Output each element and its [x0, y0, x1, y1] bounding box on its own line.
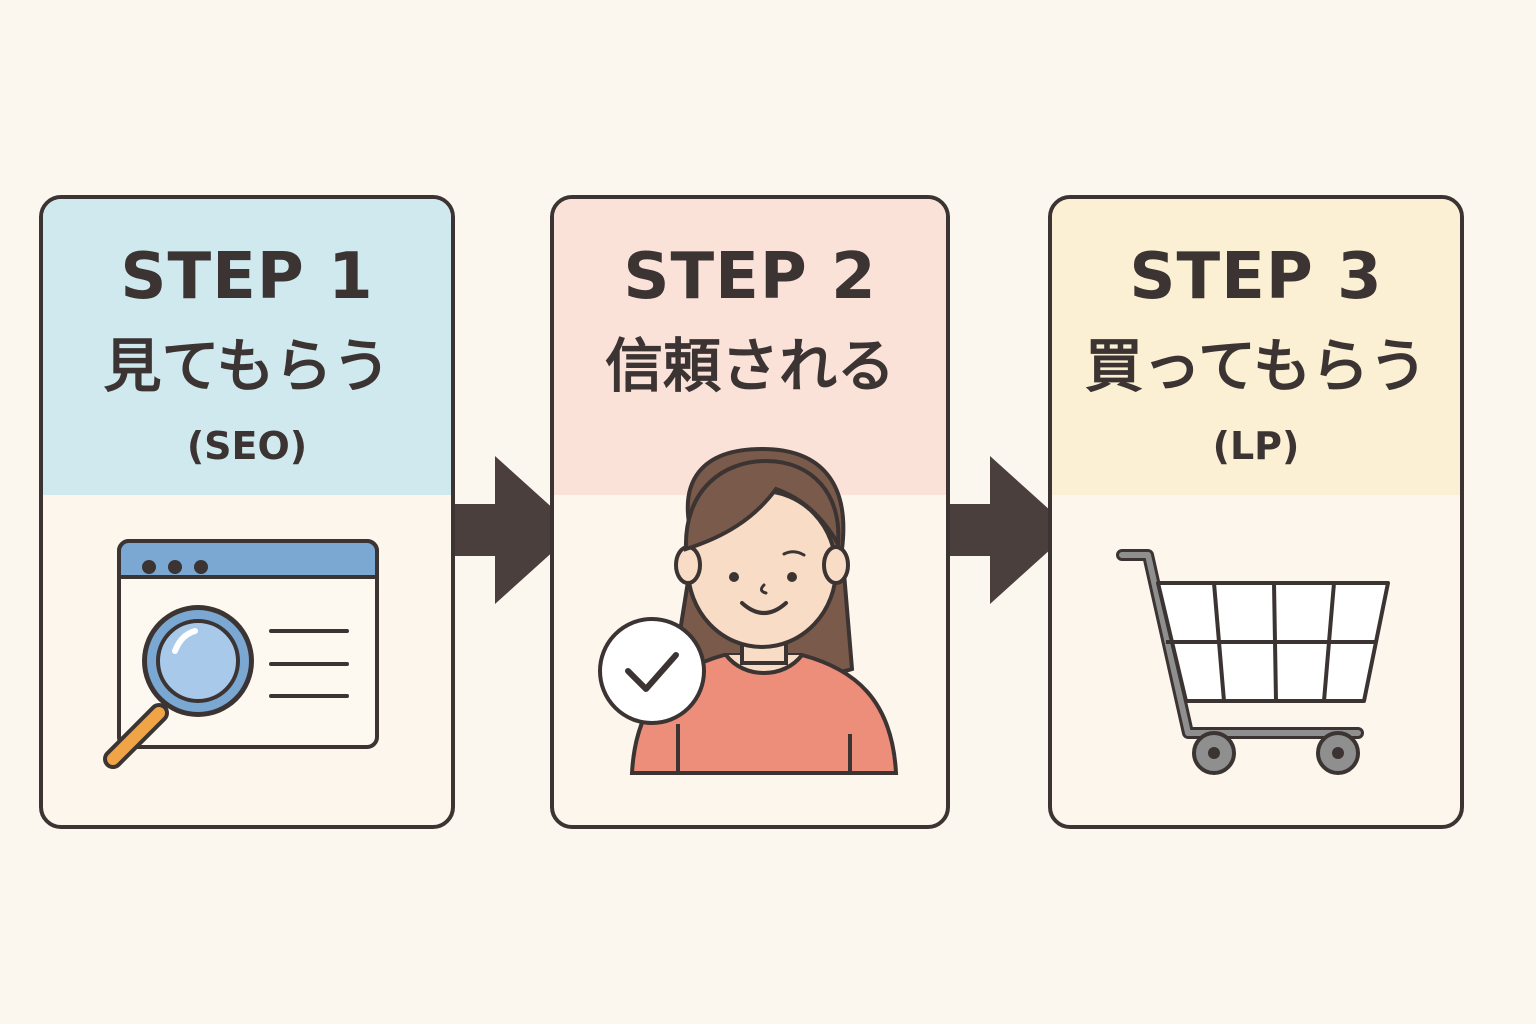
browser-search-icon	[103, 539, 379, 769]
step-1-header	[43, 199, 451, 495]
step-1-title: 見てもらう	[103, 332, 391, 400]
step-2-label: STEP 2	[623, 240, 877, 314]
step-3-card: STEP 3 買ってもらう (LP)	[1048, 195, 1464, 829]
shopping-cart-icon	[1116, 549, 1390, 775]
step-2-card: STEP 2 信頼される	[550, 195, 950, 829]
step-2-header	[554, 199, 946, 495]
step-3-header	[1052, 199, 1460, 495]
step-1-subtitle: (SEO)	[186, 424, 308, 468]
step-2-title: 信頼される	[604, 332, 895, 400]
step-1-label: STEP 1	[120, 240, 374, 314]
step-3-label: STEP 3	[1129, 240, 1383, 314]
step-1-card: STEP 1 見てもらう (SEO)	[39, 195, 455, 829]
step-3-subtitle: (LP)	[1212, 424, 1300, 468]
step-3-title: 買ってもらう	[1084, 332, 1428, 400]
arrow-right-icon	[455, 456, 577, 604]
arrow-right-icon	[950, 456, 1072, 604]
smiling-woman-check-icon	[598, 446, 899, 775]
